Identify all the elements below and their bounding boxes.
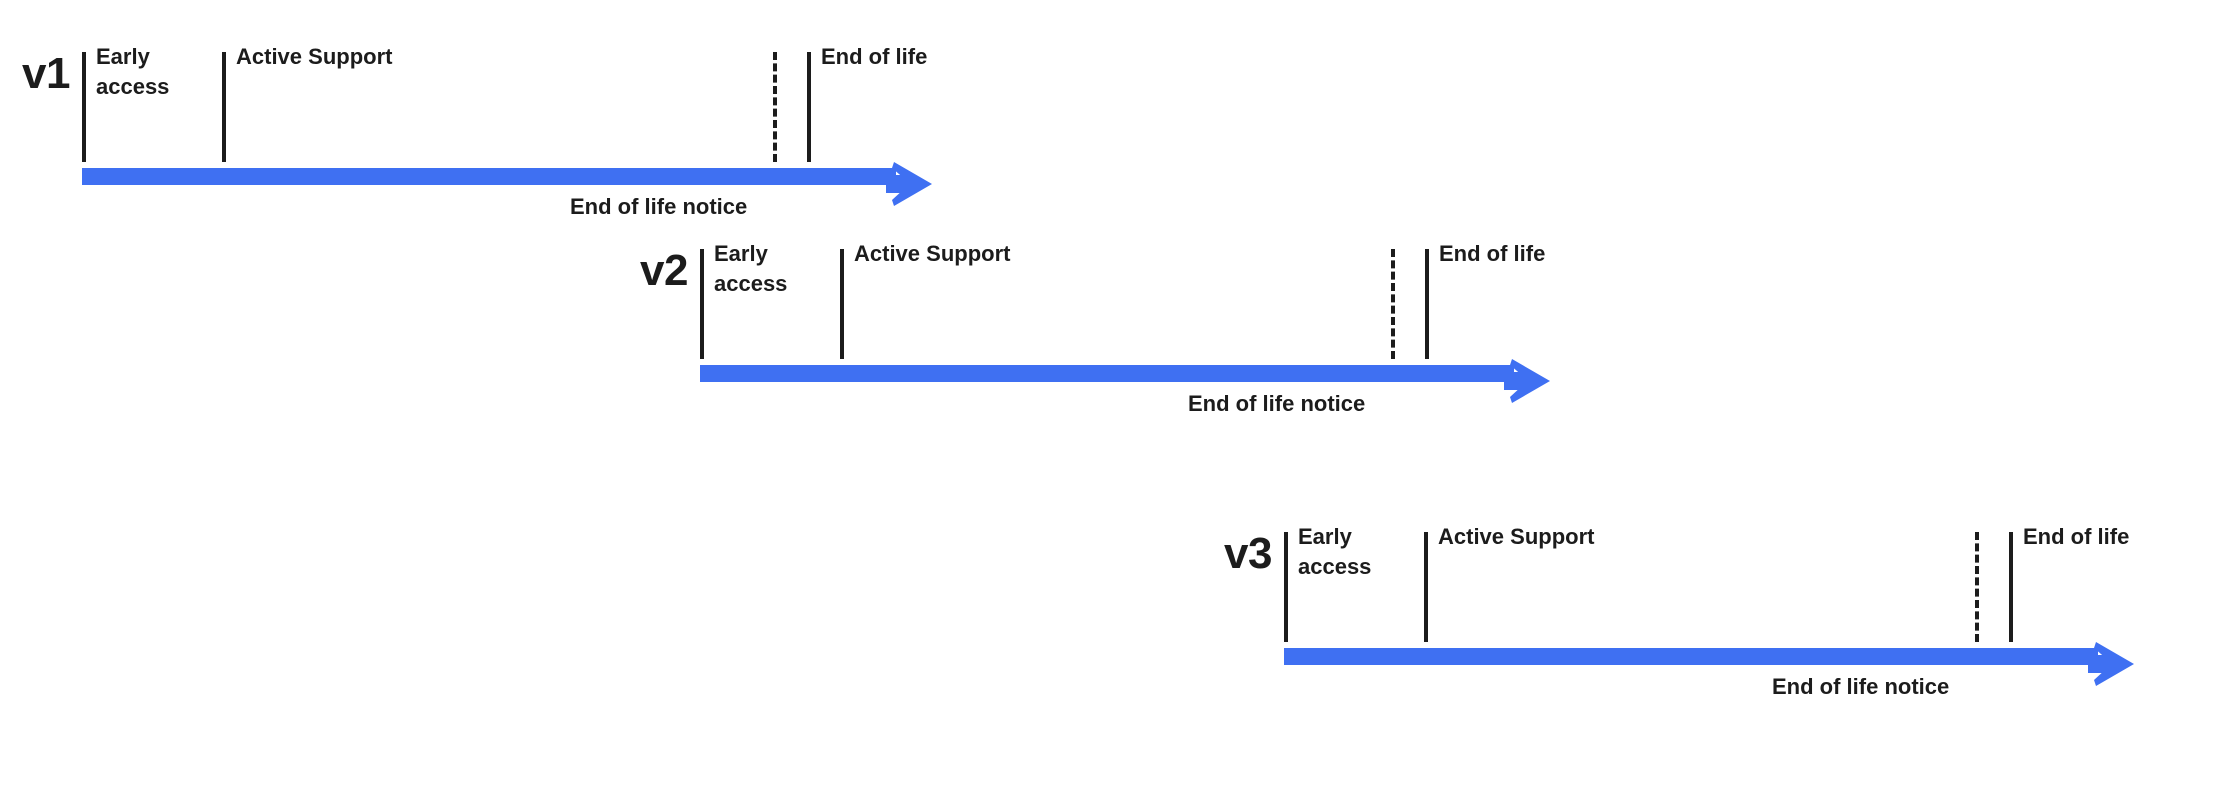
phase-label-v1-1: Active Support <box>236 44 393 69</box>
timeline-arrow-v1: End of life notice <box>82 162 932 219</box>
version-label-v2: v2 <box>640 246 688 295</box>
phase-label-v2-3: End of life <box>1439 241 1546 266</box>
phase-divider-v2-1 <box>840 249 844 359</box>
timeline-arrow-v3: End of life notice <box>1284 642 2134 699</box>
phase-label-v1-3: End of life <box>821 44 928 69</box>
arrow-head-icon-v3 <box>2088 642 2134 686</box>
phase-divider-v1-1 <box>222 52 226 162</box>
phase-divider-v3-1 <box>1424 532 1428 642</box>
phase-label-v2-0: Early access <box>714 241 788 296</box>
arrow-shaft-v2 <box>700 365 1514 382</box>
eol-notice-marker-v2-2 <box>1391 249 1395 359</box>
eol-notice-marker-v3-2 <box>1975 532 1979 642</box>
eol-notice-marker-v1-2 <box>773 52 777 162</box>
phase-divider-v2-3 <box>1425 249 1429 359</box>
arrow-caption-v3: End of life notice <box>1772 674 1950 699</box>
phase-divider-v2-0 <box>700 249 704 359</box>
arrow-shaft-v1 <box>82 168 896 185</box>
arrow-caption-v1: End of life notice <box>570 194 748 219</box>
arrow-shaft-v3 <box>1284 648 2098 665</box>
phase-divider-v1-3 <box>807 52 811 162</box>
phase-divider-v1-0 <box>82 52 86 162</box>
phase-divider-v3-3 <box>2009 532 2013 642</box>
phase-label-v2-1: Active Support <box>854 241 1011 266</box>
phase-label-v1-0: Early access <box>96 44 170 99</box>
arrow-caption-v2: End of life notice <box>1188 391 1366 416</box>
arrow-head-icon-v1 <box>886 162 932 206</box>
phase-label-v3-0: Early access <box>1298 524 1372 579</box>
version-label-v3: v3 <box>1224 529 1272 578</box>
timeline-arrow-v2: End of life notice <box>700 359 1550 416</box>
phase-label-v3-3: End of life <box>2023 524 2130 549</box>
arrow-head-icon-v2 <box>1504 359 1550 403</box>
version-label-v1: v1 <box>22 49 70 98</box>
phase-divider-v3-0 <box>1284 532 1288 642</box>
phase-label-v3-1: Active Support <box>1438 524 1595 549</box>
